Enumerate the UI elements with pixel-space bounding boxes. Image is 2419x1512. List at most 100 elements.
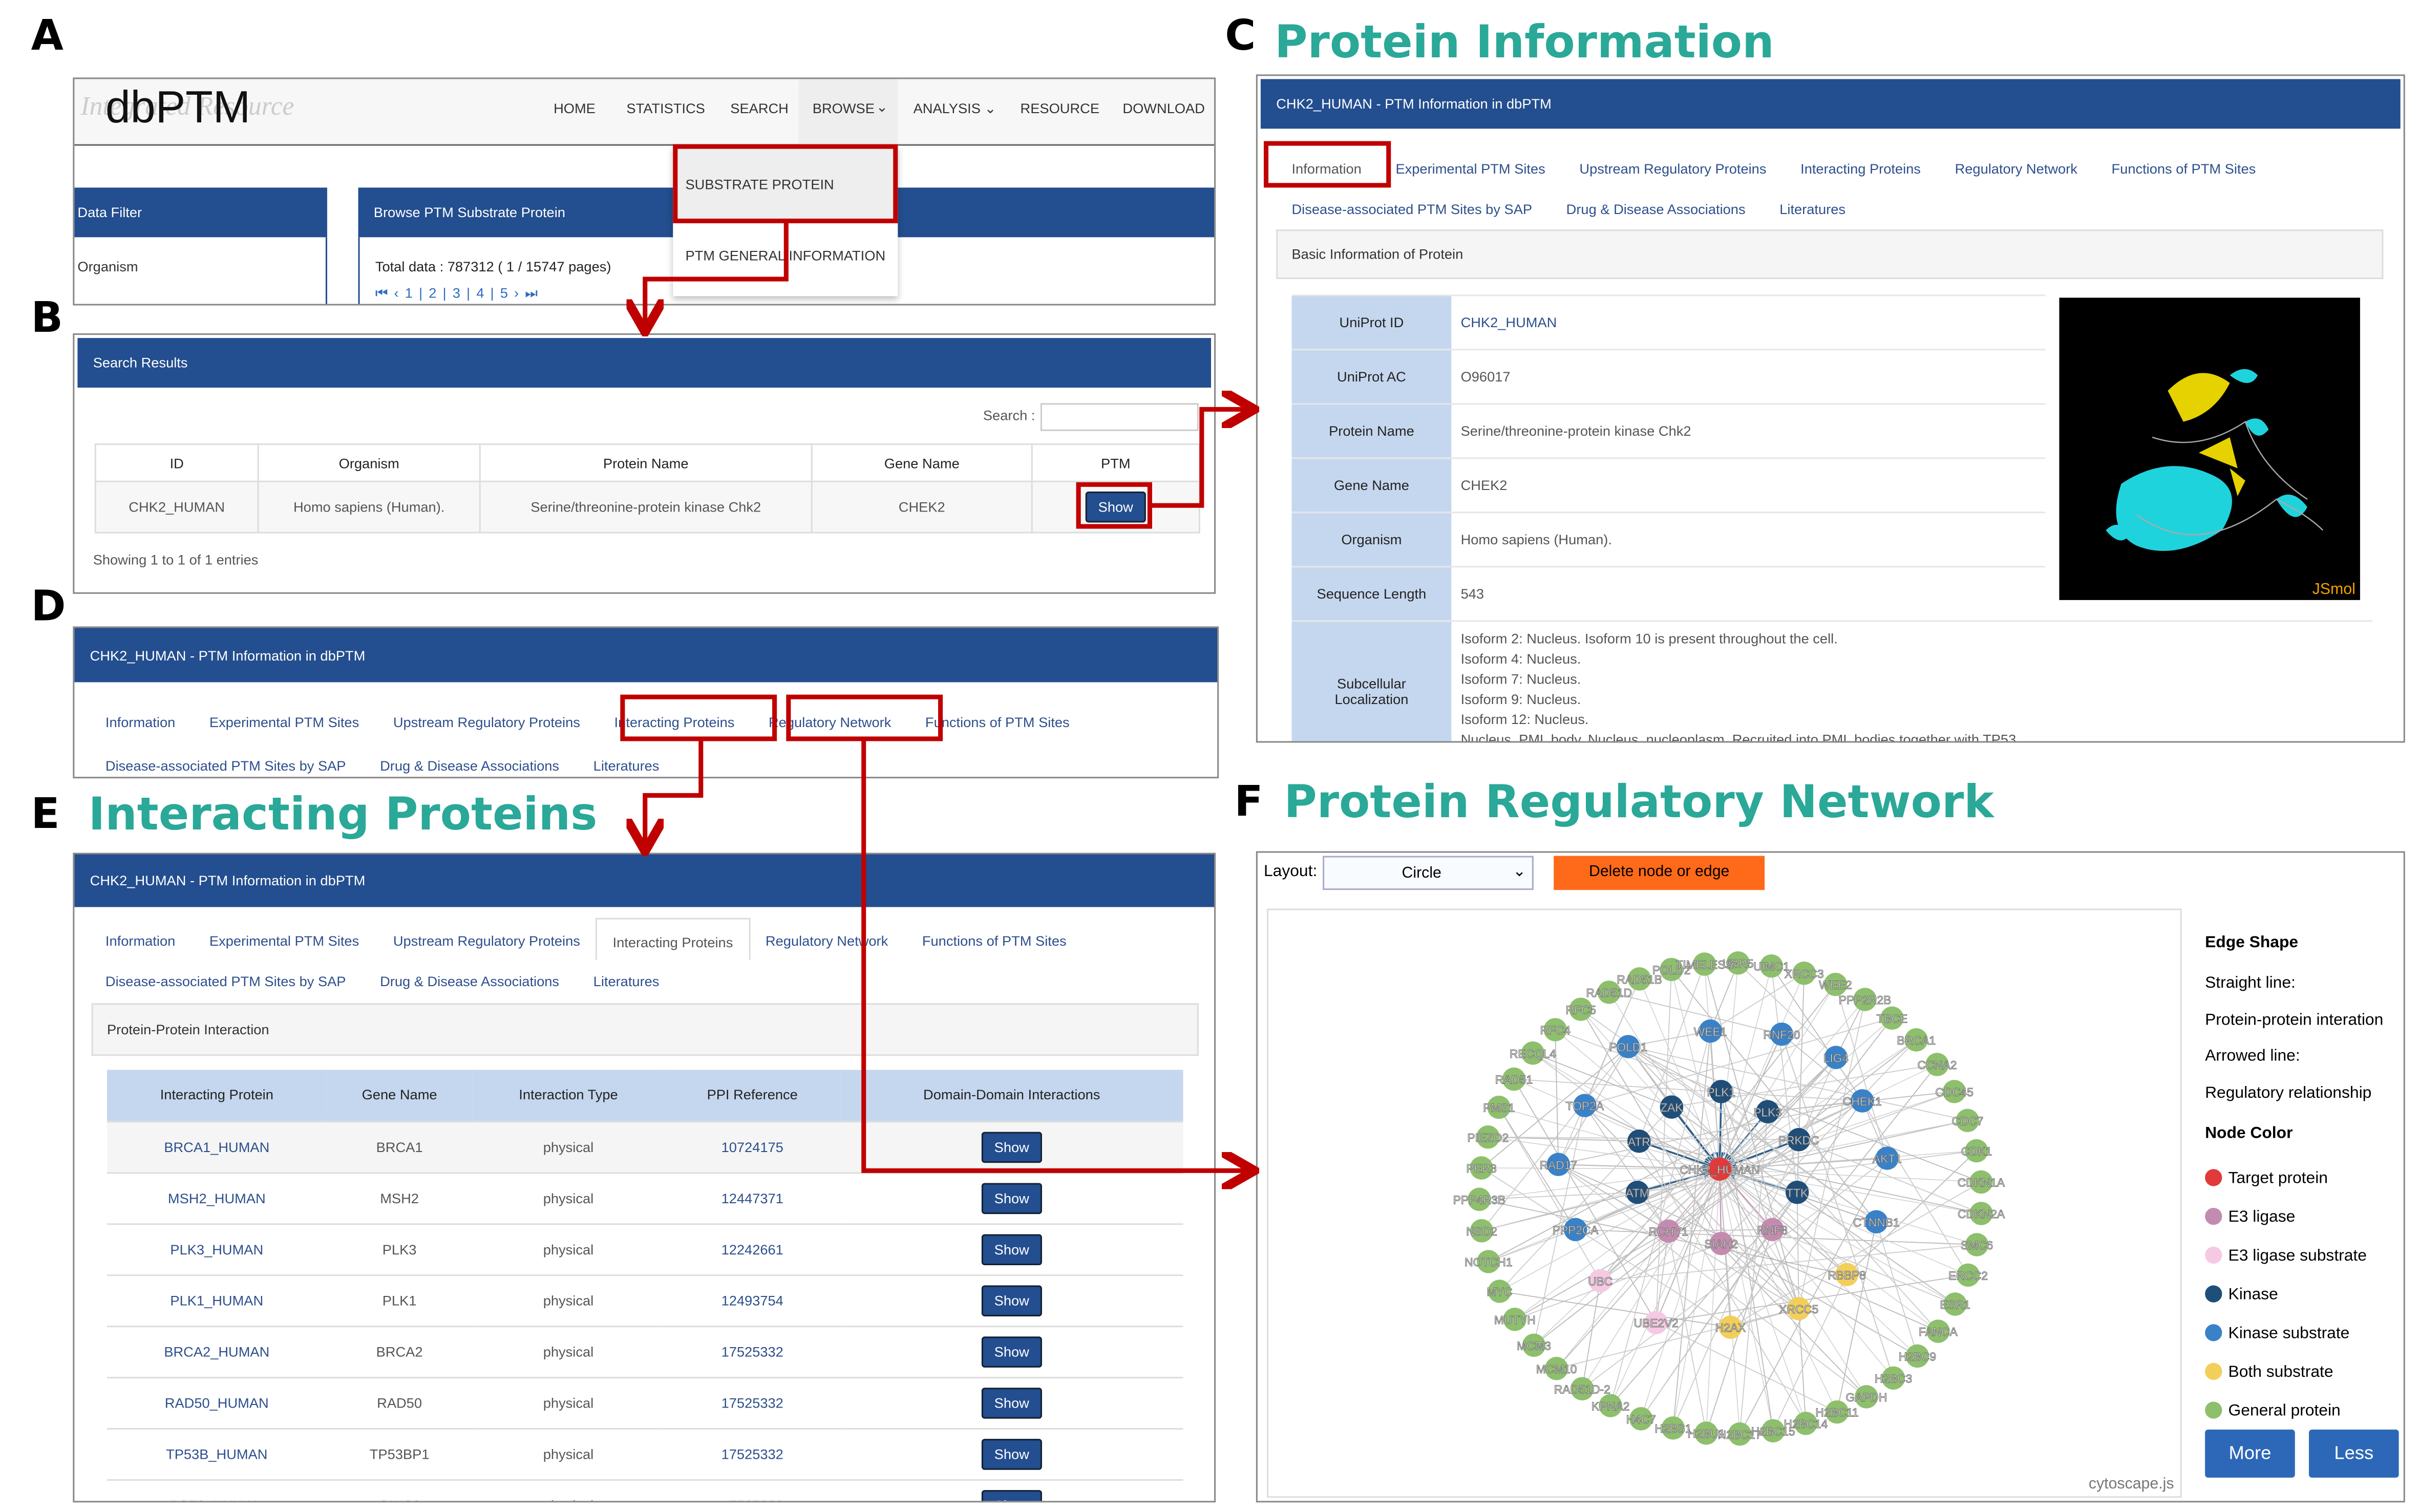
network-edge[interactable] bbox=[1798, 1139, 1982, 1214]
network-edge[interactable] bbox=[1584, 1017, 1893, 1106]
network-node[interactable]: UBR5 bbox=[1722, 951, 1754, 975]
last-page-icon[interactable]: ⏭ bbox=[525, 285, 538, 301]
network-node[interactable]: BRCA1 bbox=[1897, 1028, 1936, 1052]
network-edge[interactable] bbox=[1719, 1168, 1918, 1356]
network-edge[interactable] bbox=[1704, 964, 1799, 1309]
tab-interacting-proteins[interactable]: Interacting Proteins bbox=[614, 715, 735, 731]
page-3[interactable]: 3 bbox=[452, 285, 460, 301]
network-node[interactable]: RNF20 bbox=[1763, 1023, 1800, 1046]
col-organism[interactable]: Organism bbox=[257, 443, 481, 482]
network-edge[interactable] bbox=[1668, 1229, 1773, 1232]
network-edge[interactable] bbox=[1796, 973, 1805, 1192]
protein-link[interactable]: BRCA1_HUMAN bbox=[107, 1121, 327, 1173]
network-edge[interactable] bbox=[1719, 1168, 1848, 1275]
network-node[interactable]: CDKN1A bbox=[1957, 1170, 2005, 1194]
network-edge[interactable] bbox=[1721, 1091, 1939, 1332]
network-edge[interactable] bbox=[1498, 1107, 1576, 1230]
tab-functions-of-ptm-sites[interactable]: Functions of PTM Sites bbox=[2111, 161, 2256, 177]
network-edge[interactable] bbox=[1533, 1053, 1720, 1169]
network-edge[interactable] bbox=[1513, 1079, 1657, 1323]
show-ddi-button[interactable]: Show bbox=[982, 1335, 1042, 1367]
network-node[interactable]: MUTYH bbox=[1494, 1308, 1536, 1331]
network-edge[interactable] bbox=[1638, 964, 1705, 1142]
col-domain-interactions[interactable]: Domain-Domain Interactions bbox=[840, 1070, 1183, 1122]
network-node[interactable]: RNF8 bbox=[1757, 1218, 1788, 1242]
first-page-icon[interactable]: ⏮ bbox=[375, 285, 388, 301]
network-edge[interactable] bbox=[1499, 1168, 1720, 1292]
network-node[interactable]: CHEK1 bbox=[1842, 1089, 1882, 1113]
network-node[interactable]: TTK bbox=[1785, 1180, 1809, 1204]
network-edge[interactable] bbox=[1627, 1046, 1848, 1275]
network-node[interactable]: PLK1 bbox=[1707, 1080, 1736, 1103]
network-edge[interactable] bbox=[1532, 1053, 1773, 1230]
network-edge[interactable] bbox=[1610, 1168, 1720, 1406]
network-edge[interactable] bbox=[1781, 1034, 1894, 1378]
network-edge[interactable] bbox=[1719, 1169, 1807, 1424]
tab-drug-disease[interactable]: Drug & Disease Associations bbox=[1566, 201, 1746, 217]
network-edge[interactable] bbox=[1671, 969, 1877, 1222]
network-edge[interactable] bbox=[1781, 1034, 1863, 1101]
network-node[interactable]: RFC4 bbox=[1540, 1018, 1571, 1041]
network-node[interactable]: RECQL4 bbox=[1509, 1041, 1556, 1065]
network-edge[interactable] bbox=[1558, 1164, 1720, 1170]
network-node[interactable]: H2BC14 bbox=[1784, 1412, 1828, 1435]
network-edge[interactable] bbox=[1798, 1308, 1807, 1424]
network-node[interactable]: LIG4 bbox=[1823, 1046, 1849, 1069]
network-edge[interactable] bbox=[1582, 1168, 1720, 1389]
network-edge[interactable] bbox=[1608, 992, 1720, 1169]
ppi-reference-link[interactable]: 17525332 bbox=[664, 1428, 841, 1480]
network-edge[interactable] bbox=[1555, 1029, 1720, 1169]
show-ddi-button[interactable]: Show bbox=[982, 1387, 1042, 1418]
nav-resource[interactable]: RESOURCE bbox=[1020, 100, 1100, 117]
network-node[interactable]: H2BC11 bbox=[1815, 1400, 1859, 1424]
tab-experimental-ptm-sites[interactable]: Experimental PTM Sites bbox=[209, 715, 359, 731]
ppi-reference-link[interactable]: 12447371 bbox=[664, 1172, 841, 1224]
tab-upstream-regulatory-proteins[interactable]: Upstream Regulatory Proteins bbox=[1579, 161, 1767, 177]
network-edge[interactable] bbox=[1719, 984, 1836, 1169]
network-edge[interactable] bbox=[1710, 972, 1805, 1032]
network-node[interactable]: GAPDH bbox=[1845, 1385, 1887, 1409]
network-node[interactable]: H2BC9 bbox=[1898, 1344, 1937, 1368]
network-node[interactable]: TIMELESS bbox=[1675, 952, 1733, 976]
network-node[interactable]: AKT1 bbox=[1872, 1146, 1902, 1170]
network-node[interactable]: WEE2 bbox=[1819, 972, 1852, 996]
network-node[interactable]: MCM10 bbox=[1536, 1357, 1577, 1380]
network-edge[interactable] bbox=[1488, 1229, 1576, 1262]
page-2[interactable]: 2 bbox=[429, 285, 437, 301]
network-edge[interactable] bbox=[1768, 1100, 1862, 1113]
show-ddi-button[interactable]: Show bbox=[982, 1182, 1042, 1213]
network-edge[interactable] bbox=[1719, 1169, 1741, 1434]
less-button[interactable]: Less bbox=[2308, 1430, 2399, 1478]
network-edge[interactable] bbox=[1719, 999, 1865, 1169]
network-node[interactable]: CTNNB1 bbox=[1853, 1210, 1900, 1233]
network-edge[interactable] bbox=[1580, 1009, 1720, 1169]
tab-regulatory-network[interactable]: Regulatory Network bbox=[765, 933, 888, 949]
tab-literatures[interactable]: Literatures bbox=[1779, 201, 1846, 217]
network-edge[interactable] bbox=[1719, 1168, 1799, 1309]
network-edge[interactable] bbox=[1656, 1168, 1721, 1323]
network-edge[interactable] bbox=[1639, 978, 1720, 1169]
network-node[interactable]: NOTCH1 bbox=[1465, 1250, 1513, 1273]
delete-node-edge-button[interactable]: Delete node or edge bbox=[1554, 856, 1765, 890]
network-node[interactable]: PPP2CA bbox=[1552, 1218, 1599, 1242]
network-edge[interactable] bbox=[1739, 1112, 1769, 1434]
next-page-icon[interactable]: › bbox=[514, 285, 519, 301]
network-node[interactable]: PPP4R3B bbox=[1453, 1187, 1506, 1211]
network-node[interactable]: PPP2R2B bbox=[1838, 988, 1892, 1011]
network-edge[interactable] bbox=[1514, 1168, 1720, 1320]
col-id[interactable]: ID bbox=[94, 443, 259, 482]
network-edge[interactable] bbox=[1719, 1169, 1722, 1244]
network-node[interactable]: RAD51D bbox=[1586, 981, 1632, 1004]
protein-link[interactable]: RAD50_HUMAN bbox=[107, 1377, 327, 1429]
col-ptm[interactable]: PTM bbox=[1031, 443, 1200, 482]
network-edge[interactable] bbox=[1730, 1308, 1799, 1328]
nav-browse[interactable]: BROWSE⌄ bbox=[798, 79, 898, 146]
network-node[interactable]: SIAH2 bbox=[1704, 1231, 1738, 1255]
network-edge[interactable] bbox=[1514, 1078, 1862, 1101]
jsmol-viewer[interactable]: JSmol bbox=[2059, 297, 2360, 600]
network-node[interactable]: CDK1 bbox=[1961, 1139, 1992, 1163]
network-edge[interactable] bbox=[1627, 1046, 1672, 1108]
network-edge[interactable] bbox=[1719, 1168, 1867, 1397]
logo[interactable]: dbPTM bbox=[105, 83, 251, 134]
